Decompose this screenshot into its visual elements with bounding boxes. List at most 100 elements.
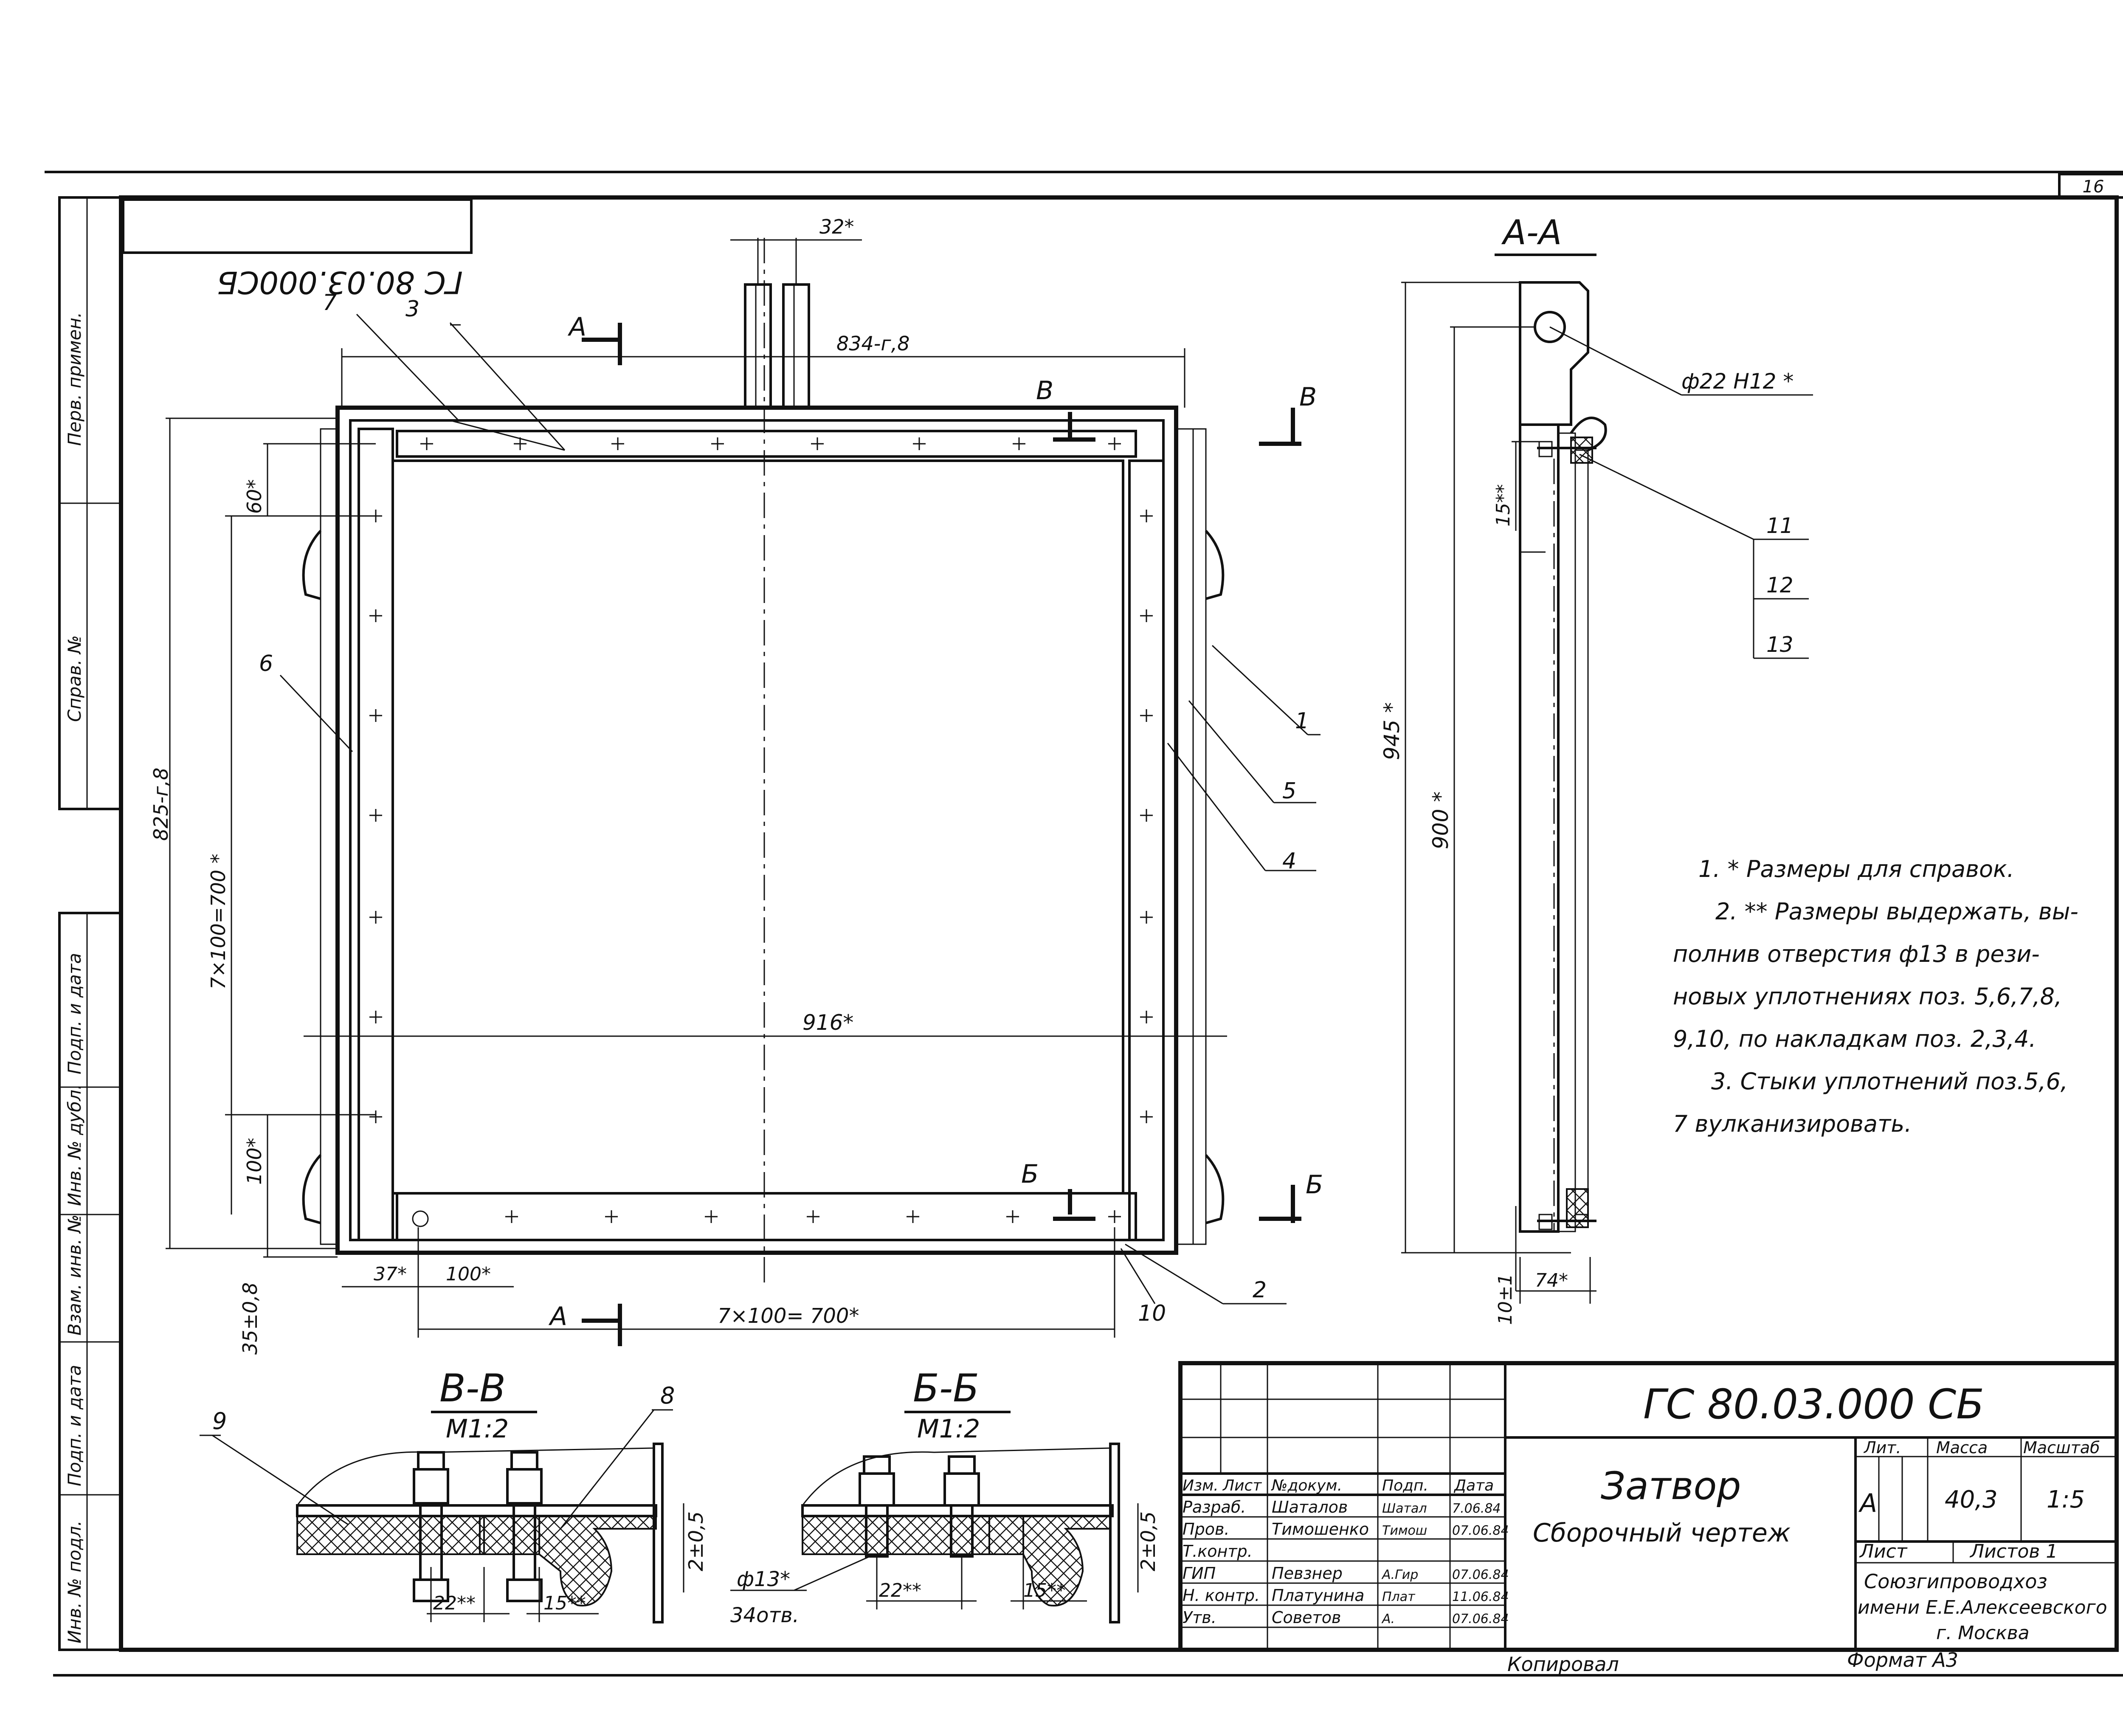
stamp-vzam-inv: Взам. инв. № [64,1215,85,1336]
sheet-number-box [2058,173,2123,199]
stamp-podp-data-1: Подп. и дата [64,953,85,1074]
note-line-6: 3. Стыки уплотнений поз.5,6, [1711,1068,2068,1095]
dim-top-834: 834-г,8 [836,332,909,355]
dim-top-32: 32* [819,215,854,238]
tb-lit-label: Лит. [1863,1438,1901,1457]
stamp-podp-data-2: Подп. и дата [64,1365,85,1486]
section-aa: А-А 945 * 900 * 15** 10±1 [1380,213,1813,1325]
tb-role-tkontr: Т.контр. [1183,1542,1253,1561]
tb-sign-gip: А.Гир [1381,1567,1418,1582]
tb-date-razrab: 7.06.84 [1452,1501,1501,1516]
section-vv: В-В М1:2 22** 15** 2±0,5 8 9 [200,1366,707,1623]
dim-bot-100: 100* [446,1263,491,1285]
note-line-4: новых уплотнениях поз. 5,6,7,8, [1673,983,2062,1010]
tb-lit: А [1858,1488,1877,1518]
tb-hdr-podp: Подп. [1382,1477,1428,1494]
tb-date-nkontr: 11.06.84 [1452,1589,1509,1604]
stamp-sprav-no: Справ. № [64,635,85,722]
tb-subtitle: Сборочный чертеж [1533,1518,1791,1548]
note-line-5: 9,10, по накладкам поз. 2,3,4. [1673,1026,2036,1052]
sheet-number: 16 [2083,177,2104,197]
section-mark-a-bottom: А [548,1302,567,1331]
tb-sign-utv: А. [1381,1612,1395,1626]
left-stamp: Перв. примен. Справ. № Подп. и дата Инв.… [58,196,122,1651]
tb-scale-label: Масштаб [2023,1438,2100,1457]
note-line-2: 2. ** Размеры выдержать, вы- [1715,898,2078,925]
callout-3: 3 [405,296,420,322]
tb-org-1: Союзгипроводхоз [1864,1570,2047,1593]
callout-10: 10 [1138,1301,1166,1326]
tb-name: Затвор [1601,1464,1741,1508]
stamp-inv-podl: Инв. № подл. [64,1520,85,1643]
tb-scale: 1:5 [2047,1486,2085,1513]
title-block: Изм. Лист №докум. Подп. Дата Разраб. Шат… [1178,1361,2119,1652]
section-vv-scale: М1:2 [446,1414,509,1444]
mirrored-code: ГС 80.03.000СБ [217,265,463,300]
dim-mid-916: 916* [802,1010,853,1035]
tb-hdr-dokum: №докум. [1271,1477,1342,1494]
bb-phi13: ф13* [737,1567,790,1591]
tb-sheets-label: Листов 1 [1969,1541,2058,1562]
dim-aa-10: 10±1 [1495,1274,1516,1325]
tb-org-3: г. Москва [1936,1622,2030,1644]
callout-7: 7 [323,290,337,316]
dim-left-60: 60* [243,479,266,514]
tb-mass: 40,3 [1945,1486,1998,1513]
note-line-1: 1. * Размеры для справок. [1698,856,2014,882]
phi22-label: ф22 Н12 * [1681,369,1794,394]
callout-11: 11 [1766,513,1794,538]
dim-aa-900: 900 * [1428,792,1453,849]
tb-mass-label: Масса [1936,1438,1988,1457]
footer-copied: Копировал [1507,1653,1619,1676]
section-mark-a-top: А [567,312,586,342]
dim-bot-37: 37* [374,1263,407,1285]
tb-role-prov: Пров. [1183,1520,1229,1539]
dim-left-100: 100* [243,1138,266,1185]
stamp-perv-primen: Перв. примен. [64,312,85,446]
tb-sign-nkontr: Плат [1382,1589,1416,1604]
dim-left-825: 825-г,8 [149,768,172,841]
vv-dim-15: 15** [543,1592,586,1614]
main-view: 32* 834-г,8 825-г,8 7×100=700 * 60* 100*… [149,215,1323,1355]
tb-org-2: имени Е.Е.Алексеевского [1858,1597,2107,1618]
section-mark-b-right: В [1299,382,1317,412]
tb-sheet-label: Лист [1859,1541,1908,1562]
tb-role-gip: ГИП [1183,1564,1216,1583]
dim-left-700: 7×100=700 * [207,854,230,989]
dim-left-35: 35±0,8 [239,1282,262,1355]
tb-date-prov: 07.06.84 [1452,1523,1509,1538]
vv-dim-2: 2±0,5 [684,1511,707,1571]
tb-role-utv: Утв. [1183,1608,1216,1627]
bb-dim-15: 15** [1023,1580,1066,1601]
tb-code: ГС 80.03.000 СБ [1643,1381,1984,1428]
vv-dim-22: 22** [433,1592,476,1614]
dim-aa-74: 74* [1535,1270,1568,1291]
tb-role-nkontr: Н. контр. [1183,1586,1260,1605]
callout-4: 4 [1282,848,1296,874]
tb-name-utv: Советов [1272,1608,1341,1627]
tb-hdr-list: Лист [1222,1477,1262,1494]
section-aa-title: А-А [1501,213,1562,252]
section-vv-title: В-В [439,1366,506,1411]
bolt-marks [369,437,1153,1223]
tb-name-prov: Тимошенко [1272,1520,1369,1539]
callout-9: 9 [212,1408,227,1434]
callout-2: 2 [1253,1277,1267,1303]
callout-6: 6 [259,651,273,676]
callout-5: 5 [1282,778,1296,804]
bb-dim-2: 2±0,5 [1137,1511,1160,1571]
mirrored-code-box: ГС 80.03.000СБ [122,198,473,300]
tb-sign-prov: Тимош [1382,1523,1427,1538]
note-line-7: 7 вулканизировать. [1673,1110,1912,1137]
callout-12: 12 [1766,573,1794,597]
note-line-3: полнив отверстия ф13 в рези- [1673,941,2040,967]
dim-aa-945: 945 * [1380,702,1404,760]
callout-1: 1 [1295,708,1309,734]
section-bb-title: Б-Б [913,1366,979,1411]
stamp-inv-dubl: Инв. № дубл. [64,1084,85,1206]
dim-bot-700: 7×100= 700* [718,1304,859,1328]
callout-13: 13 [1766,632,1794,657]
bb-holes: 34отв. [730,1604,799,1627]
